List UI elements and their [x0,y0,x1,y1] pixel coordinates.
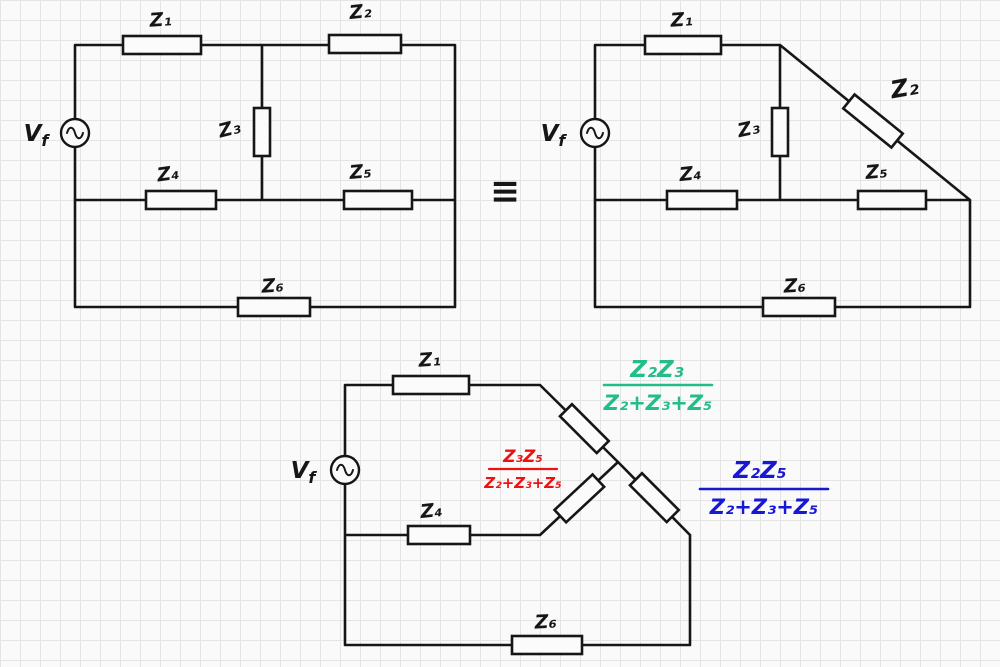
resistor-z2 [841,92,905,150]
label-z3: Z₃ [215,116,243,143]
resistor-z3 [252,106,272,158]
formula-blue: Z₂Z₅ Z₂+Z₃+Z₅ [698,458,830,519]
label-z6: Z₆ [782,274,806,297]
formula-blue-denominator: Z₂+Z₃+Z₅ [709,495,818,519]
label-z2: Z₂ [887,72,921,105]
sine-wave-icon [66,126,84,140]
resistor-z3z5-red [552,472,606,525]
source-label: Vf [24,121,51,150]
circuit-original: Vf Z₁ Z₂ Z₃ Z₄ Z₅ Z₆ [24,0,457,318]
wires [73,43,457,309]
sine-wave-icon [336,463,354,477]
resistor-z1 [121,34,203,56]
label-z4: Z₄ [677,162,702,186]
label-z1: Z₁ [417,348,442,372]
label-z5: Z₅ [348,160,373,184]
resistor-z3 [770,106,790,158]
source-label: Vf [291,458,318,487]
source-label: Vf [541,121,568,150]
resistor-z4 [144,189,218,211]
label-z1: Z₁ [148,8,173,32]
label-z6: Z₆ [533,610,557,633]
resistor-z2z3-green [558,402,611,455]
formula-red: Z₃Z₅ Z₂+Z₃+Z₅ [483,447,561,492]
formula-blue-numerator: Z₂Z₅ [732,458,787,484]
resistor-z2 [327,33,403,55]
circuit-equivalent: Vf Z₁ Z₂ Z₃ Z₄ Z₅ Z₆ [541,8,972,318]
formula-green-numerator: Z₂Z₃ [629,357,684,383]
resistor-z4 [406,524,472,546]
resistor-z5 [342,189,414,211]
resistor-z6 [236,296,312,318]
formula-green: Z₂Z₃ Z₂+Z₃+Z₅ [602,357,714,415]
resistor-z6 [761,296,837,318]
equivalence-symbol: ≡ [490,171,520,212]
resistor-z1 [391,374,471,396]
label-z3: Z₃ [735,116,763,142]
label-z4: Z₄ [418,499,443,523]
label-z2: Z₂ [347,0,373,24]
formula-red-denominator: Z₂+Z₃+Z₅ [483,474,561,492]
wires [343,383,692,647]
formula-red-numerator: Z₃Z₅ [502,447,543,467]
resistor-z4 [665,189,739,211]
label-z6: Z₆ [260,274,285,298]
label-z5: Z₅ [864,160,889,184]
label-z1: Z₁ [669,8,694,32]
resistor-z6 [510,634,584,656]
resistor-z5 [856,189,928,211]
formula-green-denominator: Z₂+Z₃+Z₅ [603,391,712,415]
resistor-z1 [643,34,723,56]
sine-wave-icon [586,126,604,140]
label-z4: Z₄ [155,162,181,187]
circuit-transformed: Vf Z₁ Z₄ Z₆ [291,348,692,656]
resistor-z2z5-blue [628,471,681,524]
